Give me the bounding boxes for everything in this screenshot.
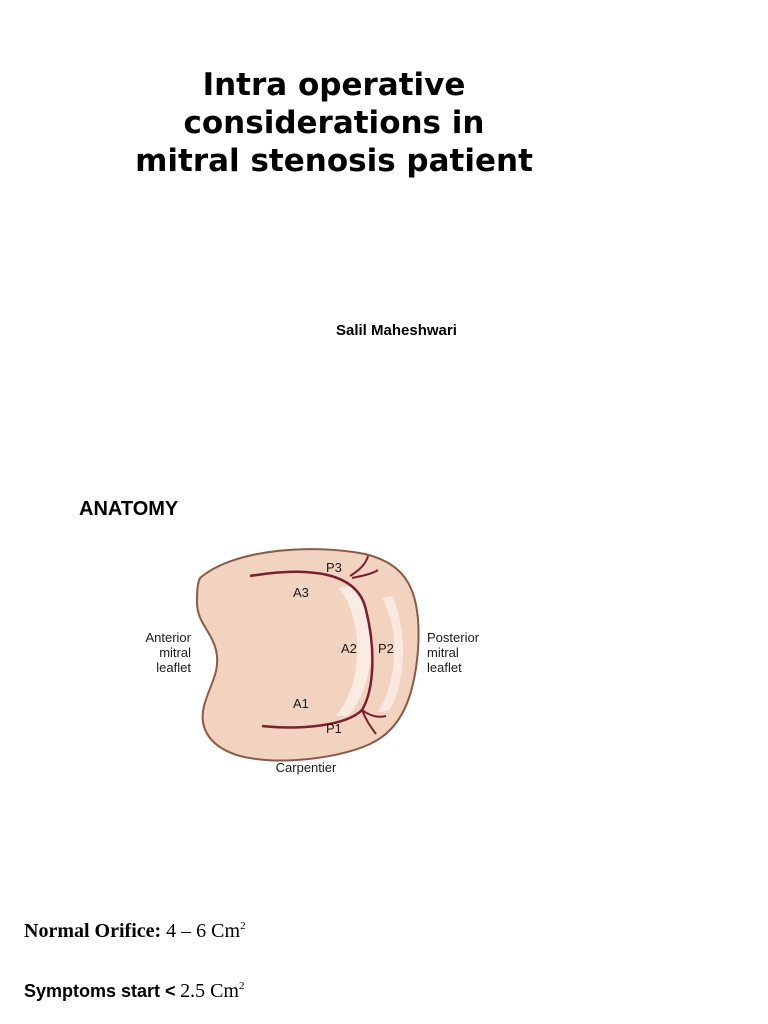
anterior-leaflet-label: Anterior mitral leaflet [145,630,191,675]
commissure-top [349,555,379,579]
title-line-1: Intra operative [202,67,466,103]
segment-label-p2: P2 [378,641,394,656]
symptoms-start-label: Symptoms start < [24,981,176,1001]
author-name: Salil Maheshwari [336,322,457,339]
section-heading-anatomy: ANATOMY [79,498,179,520]
segment-label-a1: A1 [293,696,309,711]
segment-label-p1: P1 [326,721,342,736]
symptoms-start-line: Symptoms start < 2.5 Cm2 [24,980,244,1003]
svg-text:leaflet: leaflet [156,660,191,675]
coaptation-line [249,570,374,729]
svg-text:Anterior: Anterior [145,630,191,645]
svg-text:leaflet: leaflet [427,660,462,675]
svg-text:Posterior: Posterior [427,630,480,645]
symptoms-start-value: 2.5 Cm [180,980,239,1002]
normal-orifice-value: 4 – 6 Cm [166,920,241,942]
normal-orifice-label: Normal Orifice: [24,920,162,942]
leaflet-highlight [336,586,371,716]
title-line-2: considerations in [183,105,485,141]
page-title: Intra operative considerations in mitral… [0,66,668,180]
segment-label-p3: P3 [326,560,342,575]
commissure-bottom [361,709,387,735]
svg-text:mitral: mitral [159,645,191,660]
symptoms-unit-exponent: 2 [238,980,245,992]
svg-text:mitral: mitral [427,645,459,660]
segment-label-a2: A2 [341,641,357,656]
normal-orifice-unit-exponent: 2 [240,920,246,932]
posterior-leaflet-label: Posterior mitral leaflet [427,630,480,675]
title-line-3: mitral stenosis patient [135,143,533,179]
segment-label-a3: A3 [293,585,309,600]
posterior-highlight [378,596,404,712]
normal-orifice-line: Normal Orifice: 4 – 6 Cm2 [24,920,246,943]
diagram-caption: Carpentier [276,760,337,775]
mitral-valve-diagram: P3 A3 A2 P2 A1 P1 Anterior mitral leafle… [145,548,480,775]
